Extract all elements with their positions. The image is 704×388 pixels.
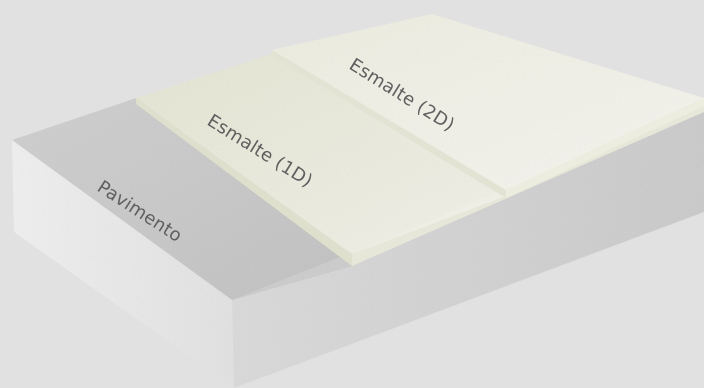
esmalte-2d-side	[506, 98, 704, 198]
esmalte-1d-top	[136, 54, 506, 254]
pavimento-top-face	[12, 98, 352, 300]
pavimento-side-face	[232, 112, 704, 388]
esmalte-2d-top	[272, 14, 704, 190]
esmalte-1d-edge	[136, 98, 352, 266]
pavimento-front-face	[12, 140, 234, 388]
esmalte-2d-edge	[272, 50, 506, 198]
